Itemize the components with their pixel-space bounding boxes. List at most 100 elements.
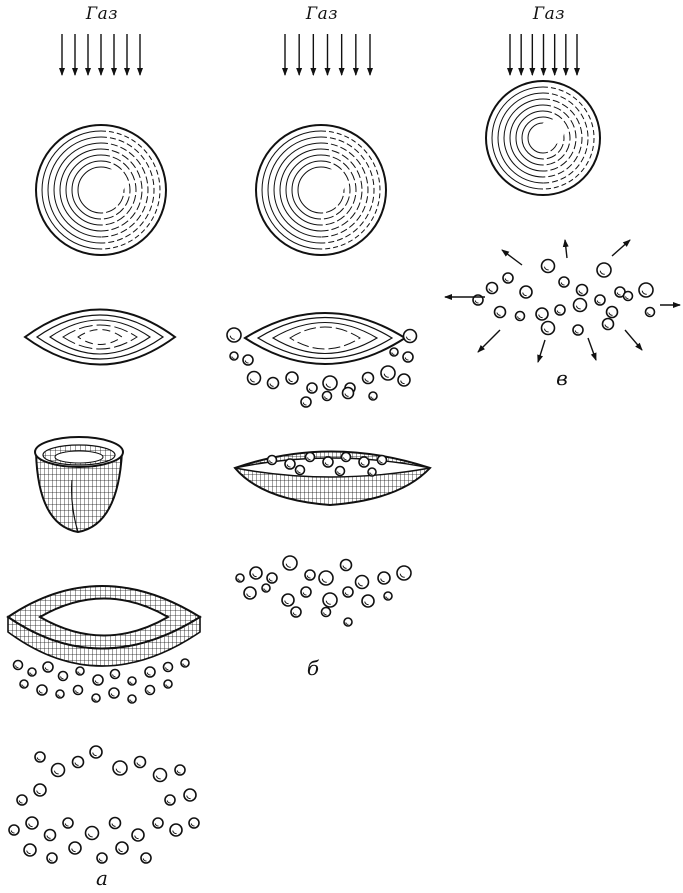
- droplet: [624, 292, 633, 301]
- droplet: [132, 829, 144, 841]
- droplet: [116, 842, 128, 854]
- droplet: [34, 784, 46, 796]
- burst-arrow: [478, 330, 500, 352]
- bag-a: [35, 437, 123, 532]
- burst-arrow: [612, 240, 630, 256]
- gas-flow-arrows: [62, 34, 577, 75]
- droplet: [164, 663, 173, 672]
- droplet: [283, 556, 297, 570]
- droplet: [250, 567, 262, 579]
- droplet: [323, 392, 332, 401]
- droplet: [390, 348, 398, 356]
- droplet: [47, 853, 57, 863]
- droplet: [384, 592, 392, 600]
- droplet: [574, 299, 587, 312]
- drop-sphere: [256, 125, 386, 255]
- droplet: [153, 818, 163, 828]
- droplet: [9, 825, 19, 835]
- droplet: [52, 764, 65, 777]
- droplet: [111, 670, 120, 679]
- drop-sphere: [36, 125, 166, 255]
- droplet: [381, 366, 395, 380]
- droplet: [322, 608, 331, 617]
- burst-arrow: [502, 250, 522, 265]
- droplet: [378, 572, 390, 584]
- droplet: [595, 295, 605, 305]
- droplet: [305, 570, 315, 580]
- drop-sphere: [486, 81, 600, 195]
- droplet: [37, 685, 47, 695]
- burst-arrow: [625, 330, 642, 350]
- droplet: [301, 397, 311, 407]
- droplet: [291, 607, 301, 617]
- droplet: [282, 594, 294, 606]
- droplet: [14, 661, 23, 670]
- droplet: [248, 372, 261, 385]
- droplet: [128, 695, 136, 703]
- droplet: [110, 818, 121, 829]
- droplet: [286, 372, 298, 384]
- droplet: [244, 587, 256, 599]
- droplet: [577, 285, 588, 296]
- droplet: [141, 853, 151, 863]
- droplet: [170, 824, 182, 836]
- droplet: [296, 466, 305, 475]
- burst-arrow: [565, 240, 567, 258]
- droplet: [363, 373, 374, 384]
- droplet: [267, 573, 277, 583]
- droplet: [268, 378, 279, 389]
- droplet: [342, 453, 351, 462]
- burst-arrow: [538, 340, 545, 362]
- droplet: [268, 456, 277, 465]
- drop-spheres: [36, 81, 600, 255]
- ring-a: [8, 586, 200, 666]
- droplet: [97, 853, 107, 863]
- droplet: [369, 392, 377, 400]
- droplet: [516, 312, 525, 321]
- droplet: [319, 571, 333, 585]
- droplet: [341, 560, 352, 571]
- droplet: [45, 830, 56, 841]
- droplet: [92, 694, 100, 702]
- droplet: [542, 260, 555, 273]
- droplet: [93, 675, 103, 685]
- droplet: [607, 307, 618, 318]
- droplet: [398, 374, 410, 386]
- droplet: [28, 668, 36, 676]
- droplet: [503, 273, 513, 283]
- droplet: [495, 307, 506, 318]
- droplet: [43, 662, 53, 672]
- droplet: [26, 817, 38, 829]
- droplet: [542, 322, 555, 335]
- droplet: [175, 765, 185, 775]
- droplet: [343, 388, 354, 399]
- droplet: [403, 352, 413, 362]
- droplet: [24, 844, 36, 856]
- droplet: [73, 757, 84, 768]
- droplet: [189, 818, 199, 828]
- droplet: [69, 842, 81, 854]
- droplet: [243, 355, 253, 365]
- droplet: [154, 769, 167, 782]
- droplet: [306, 453, 315, 462]
- droplet: [128, 677, 136, 685]
- droplet: [646, 308, 655, 317]
- droplet: [230, 352, 238, 360]
- droplet: [404, 330, 417, 343]
- droplet: [135, 757, 146, 768]
- droplet: [359, 457, 369, 467]
- droplet: [145, 667, 155, 677]
- droplet: [236, 574, 244, 582]
- flattened-disk-a: [25, 310, 175, 365]
- droplet: [76, 667, 84, 675]
- droplet: [113, 761, 127, 775]
- droplet: [301, 587, 311, 597]
- droplet: [555, 305, 565, 315]
- droplet: [59, 672, 68, 681]
- droplet: [536, 308, 548, 320]
- droplet: [487, 283, 498, 294]
- droplet: [597, 263, 611, 277]
- droplet: [285, 459, 295, 469]
